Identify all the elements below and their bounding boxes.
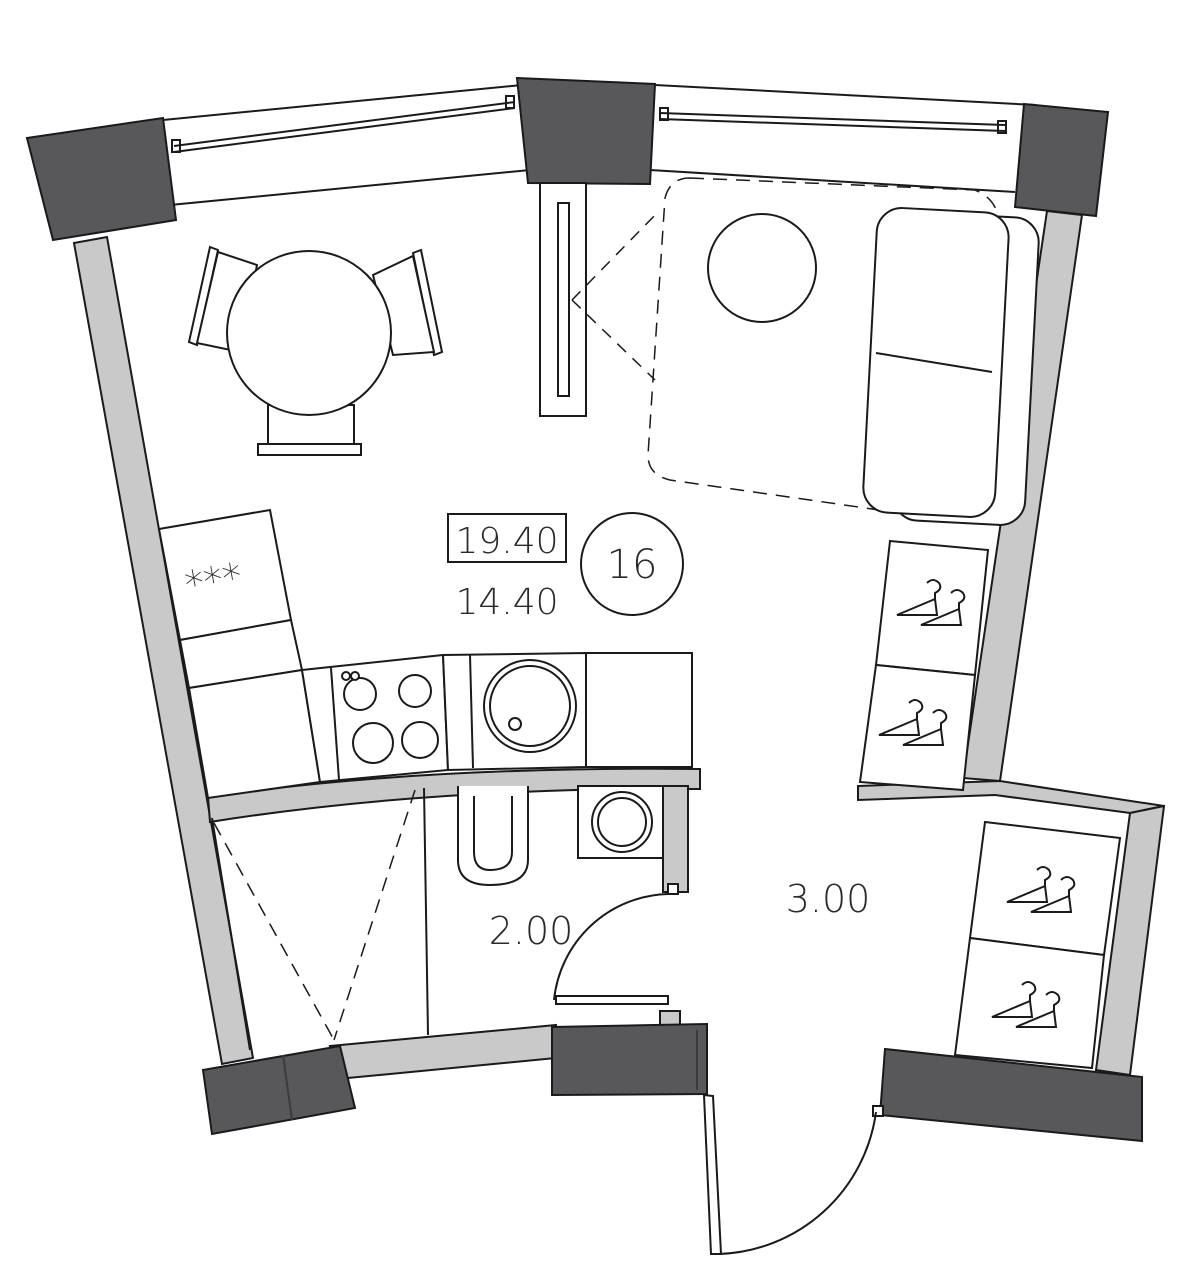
entrance-door xyxy=(702,1093,884,1255)
bathroom-door-leaf xyxy=(555,995,669,1005)
pouf xyxy=(707,213,817,323)
tv-screen xyxy=(557,202,570,397)
hanger-icons xyxy=(878,579,1076,1028)
dining-chair-bottom-back xyxy=(257,443,362,456)
hanger-icon xyxy=(1006,866,1076,913)
storage-niche xyxy=(211,789,416,1051)
wall-bottom-left xyxy=(328,1023,557,1080)
apartment-number-circle xyxy=(580,512,684,616)
window-left xyxy=(162,84,531,206)
hanger-icon xyxy=(878,699,948,746)
entrance-door-swing xyxy=(718,1111,877,1255)
hall-area-label: 3.00 xyxy=(786,877,871,921)
column-bottom-right xyxy=(878,1047,1143,1143)
tv-panel xyxy=(539,182,587,417)
column-top-left xyxy=(25,116,178,242)
entrance-door-leaf xyxy=(702,1093,723,1255)
sink xyxy=(483,659,577,753)
hob-burner-3 xyxy=(352,722,394,764)
bathroom-door-swing xyxy=(553,893,669,1001)
dining-table xyxy=(226,250,392,416)
washer-drum-inner xyxy=(597,797,647,847)
sink-drain xyxy=(508,717,522,731)
column-top-middle xyxy=(515,76,657,186)
toilet-bowl xyxy=(473,796,513,872)
column-top-right xyxy=(1013,102,1110,218)
wall-left xyxy=(72,235,255,1066)
sink-bowl-inner xyxy=(489,665,571,747)
windows xyxy=(162,84,1037,206)
columns xyxy=(25,76,1143,1143)
wardrobes xyxy=(858,539,1122,1070)
column-bottom-middle xyxy=(551,1022,708,1097)
kitchen-cabinet-corner xyxy=(187,668,322,800)
hob xyxy=(341,671,439,764)
hob-knob-2 xyxy=(350,671,360,681)
window-right xyxy=(649,84,1037,193)
sofa xyxy=(862,207,1040,526)
wall-kitchen-partition xyxy=(206,767,701,824)
bathroom-area-label: 2.00 xyxy=(489,909,574,953)
bathroom-left-wall xyxy=(423,787,429,1036)
dining-set xyxy=(187,245,444,456)
hob-burner-4 xyxy=(401,721,439,759)
total-area-label: 19.40 xyxy=(455,521,558,562)
column-bottom-left xyxy=(201,1044,357,1136)
hob-burner-2 xyxy=(398,674,432,708)
hob-marks: *** xyxy=(182,554,246,607)
hob-burner-1 xyxy=(343,677,377,711)
dining-chair-left xyxy=(187,245,220,347)
hanger-icon xyxy=(896,579,966,626)
wall-bathroom-right xyxy=(662,785,689,893)
kitchen-cabinet-end xyxy=(585,652,693,768)
living-area-label: 14.40 xyxy=(455,582,558,623)
total-area-frame xyxy=(447,513,567,563)
column-bottom-left-seam xyxy=(282,1054,293,1121)
wardrobe-upper-1 xyxy=(874,539,990,677)
sofa-cushion-divider xyxy=(875,352,993,373)
bathroom xyxy=(423,785,679,1036)
apartment-number-label: 16 xyxy=(607,542,658,588)
hob-knob-1 xyxy=(341,671,351,681)
hanger-icon xyxy=(991,981,1061,1028)
bathroom-door-jamb xyxy=(667,883,679,895)
entrance-door-jamb-right xyxy=(872,1105,884,1117)
